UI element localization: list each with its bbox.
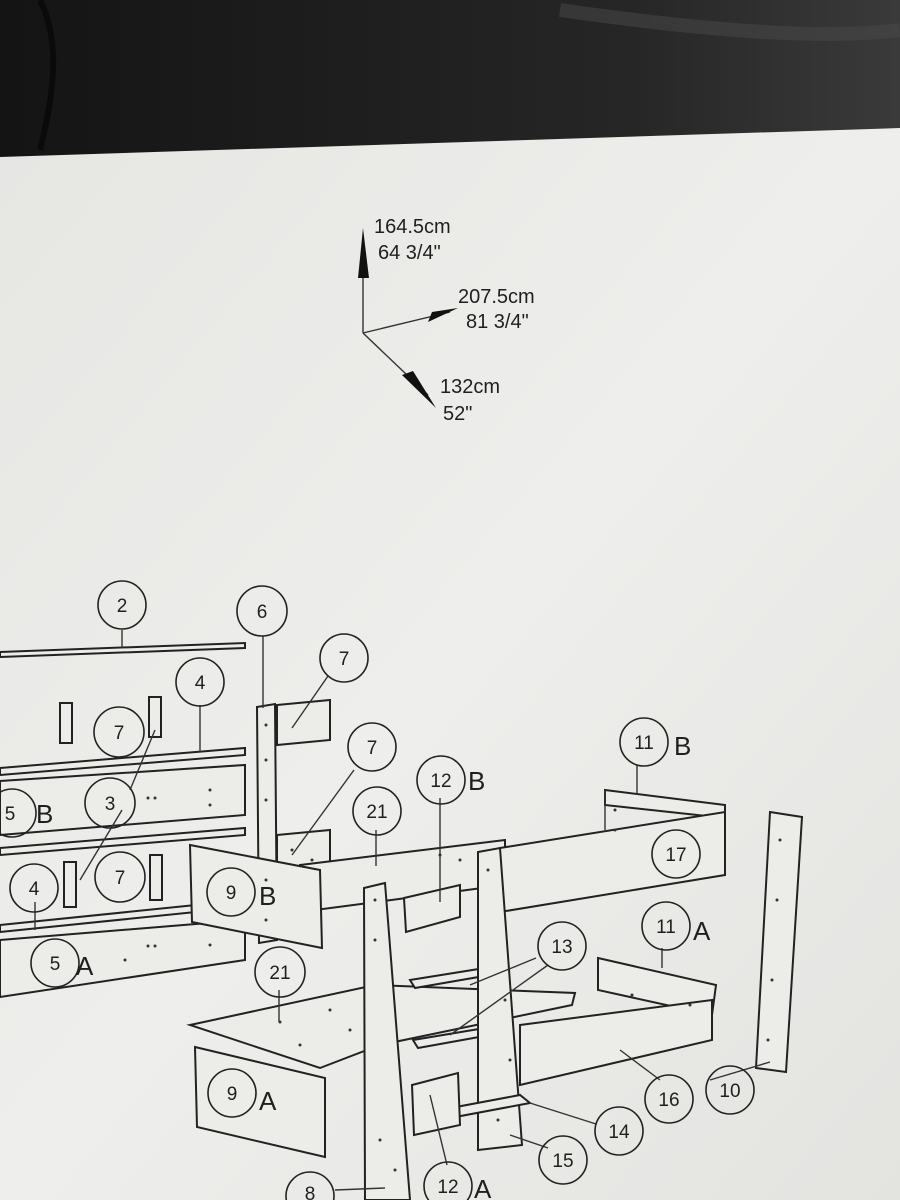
callout-8-circle: [285, 1171, 335, 1200]
depth-arrow: [402, 371, 436, 408]
dimension-indicator: 164.5cm 64 3/4" 207.5cm 81 3/4" 132cm 52…: [358, 216, 535, 425]
callout-7c-circle: [347, 722, 397, 772]
callout-16-circle: [644, 1074, 694, 1124]
callout-14-circle: [594, 1106, 644, 1156]
callout-9a-label: 9: [227, 1084, 238, 1105]
callout-11a-circle: [641, 901, 691, 951]
leader-lines: [34, 630, 771, 1191]
part-5b-panel: [0, 763, 246, 837]
callout-12b-circle: [416, 755, 466, 805]
callout-9b-variant: B: [259, 881, 276, 911]
callout-21a-circle: [352, 786, 402, 836]
height-metric: 164.5cm: [374, 216, 451, 238]
part-12b-board: [402, 883, 461, 934]
callout-12b-label: 12: [430, 771, 451, 792]
callout-7b-circle: [93, 706, 145, 758]
callout-10-label: 10: [719, 1081, 740, 1102]
part-4-shelf-lower: [0, 826, 246, 857]
callout-5b-label: 5: [5, 804, 16, 825]
callout-group: 2 6 7 4 7 7 3 5 B 12 B 11 B 21 17 4 7 9 …: [0, 580, 755, 1200]
callout-9a-circle: [207, 1068, 257, 1118]
callout-17-label: 17: [665, 845, 686, 866]
callout-10-circle: [705, 1065, 755, 1115]
callout-7b-label: 7: [114, 723, 125, 744]
callout-11a-variant: A: [693, 916, 711, 946]
callout-2-circle: [97, 580, 147, 630]
part-12a-board: [410, 1071, 462, 1137]
part-ladder-left-rail: [362, 881, 412, 1200]
callout-5a-variant: A: [76, 951, 94, 981]
part-7-block-a: [59, 702, 73, 744]
length-metric: 207.5cm: [458, 286, 535, 308]
part-2-rail: [0, 641, 246, 659]
callout-4a-circle: [175, 657, 225, 707]
callout-11a-label: 11: [656, 917, 676, 938]
callout-16-label: 16: [658, 1090, 679, 1111]
callout-13-circle: [537, 921, 587, 971]
callout-8-label: 8: [305, 1184, 316, 1200]
part-9b-panel: [188, 843, 324, 950]
callout-13-label: 13: [551, 937, 572, 958]
callout-4b-circle: [9, 863, 59, 913]
callout-7a-circle: [319, 633, 369, 683]
part-16-rail: [519, 998, 713, 1087]
leather-crease: [37, 0, 57, 151]
callout-7a-label: 7: [339, 649, 350, 670]
part-7-block-d: [149, 854, 163, 901]
callout-6-circle: [236, 585, 288, 637]
part-7-block-c: [63, 861, 77, 908]
length-arrow: [428, 308, 458, 322]
callout-9b-circle: [206, 867, 256, 917]
callout-7d-circle: [94, 851, 146, 903]
callout-14-label: 14: [608, 1122, 630, 1143]
callout-4b-label: 4: [29, 879, 40, 900]
callout-9a-variant: A: [259, 1086, 277, 1116]
callout-11b-variant: B: [674, 731, 691, 761]
callout-2-label: 2: [117, 596, 128, 617]
part-7-block-b: [148, 696, 162, 738]
callout-3-label: 3: [105, 794, 116, 815]
callout-7c-label: 7: [367, 738, 378, 759]
height-arrow: [358, 228, 369, 278]
callout-5b-variant: B: [36, 799, 53, 829]
callout-5a-label: 5: [50, 954, 61, 975]
callout-12b-variant: B: [468, 766, 485, 796]
callout-9b-label: 9: [226, 883, 237, 904]
part-7-plate-upper: [276, 698, 331, 747]
callout-7d-label: 7: [115, 868, 126, 889]
height-imperial: 64 3/4": [378, 242, 441, 264]
callout-11b-circle: [619, 717, 669, 767]
length-imperial: 81 3/4": [466, 311, 529, 333]
callout-12a-circle: [423, 1161, 473, 1200]
callout-21a-label: 21: [366, 802, 387, 823]
hole-dots: [123, 723, 782, 1172]
callout-15-label: 15: [552, 1151, 573, 1172]
callout-17-circle: [651, 829, 701, 879]
depth-imperial: 52": [443, 403, 472, 425]
callout-5b-circle: [0, 788, 37, 838]
part-4-shelf-upper: [0, 746, 246, 777]
callout-21b-label: 21: [269, 963, 290, 984]
leather-highlight: [559, 3, 900, 41]
callout-21b-circle: [254, 946, 306, 998]
part-10-post: [754, 810, 804, 1074]
callout-3-circle: [84, 777, 136, 829]
depth-metric: 132cm: [440, 376, 500, 398]
callout-11b-label: 11: [634, 733, 654, 754]
callout-5a-circle: [30, 938, 80, 988]
callout-12a-variant: A: [474, 1174, 492, 1200]
callout-15-circle: [538, 1135, 588, 1185]
callout-6-label: 6: [257, 602, 268, 623]
callout-12a-label: 12: [437, 1177, 458, 1198]
callout-4a-label: 4: [195, 673, 206, 694]
part-9a-panel: [193, 1045, 326, 1159]
